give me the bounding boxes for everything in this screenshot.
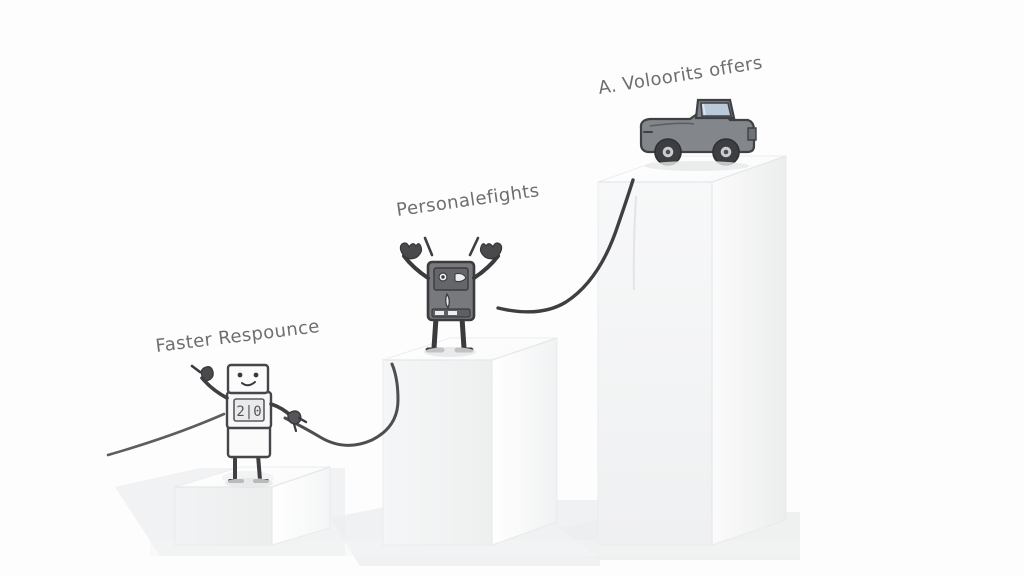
truck-wheels <box>654 138 740 166</box>
podium-step-3[interactable] <box>597 155 787 546</box>
connector-step2-to-step3 <box>496 178 635 314</box>
excitement-marks <box>423 236 480 257</box>
white-robot[interactable]: 2|0 <box>190 363 308 488</box>
robot-display-text: 2|0 <box>236 404 261 420</box>
gray-robot[interactable] <box>399 236 503 357</box>
pickup-truck[interactable] <box>639 98 757 171</box>
connector-ground-to-step1 <box>106 412 226 457</box>
connector-step1-to-step2 <box>283 362 400 447</box>
